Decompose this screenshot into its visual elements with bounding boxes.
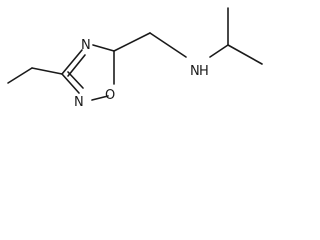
atom-o-ring: O: [105, 88, 115, 103]
bond-c3-n4: [61, 49, 83, 75]
bond-ch-ch3-right: [227, 44, 263, 65]
atom-n-ring-top: N: [81, 38, 91, 53]
bond-c3-n4-double: [67, 54, 86, 77]
atom-n-ring-bottom: N: [74, 95, 84, 110]
molecule-diagram: N N O N H: [0, 0, 272, 120]
bond-n2-c3: [61, 73, 80, 94]
bond-ethyl-ch2-ring: [31, 67, 63, 75]
bond-c5-ch2: [113, 32, 151, 52]
bond-ch2-nh: [149, 32, 187, 58]
bond-o1-n2: [91, 95, 109, 101]
bond-ethyl-ch3-ch2: [7, 67, 33, 84]
bond-n4-c5: [92, 44, 115, 52]
atom-n-amine: N: [190, 64, 200, 79]
bond-n2-c3-double: [67, 71, 84, 89]
bond-nh-ch: [209, 44, 229, 58]
atom-h-amine: H: [199, 64, 209, 79]
structure-svg: N N O N H: [7, 7, 263, 110]
